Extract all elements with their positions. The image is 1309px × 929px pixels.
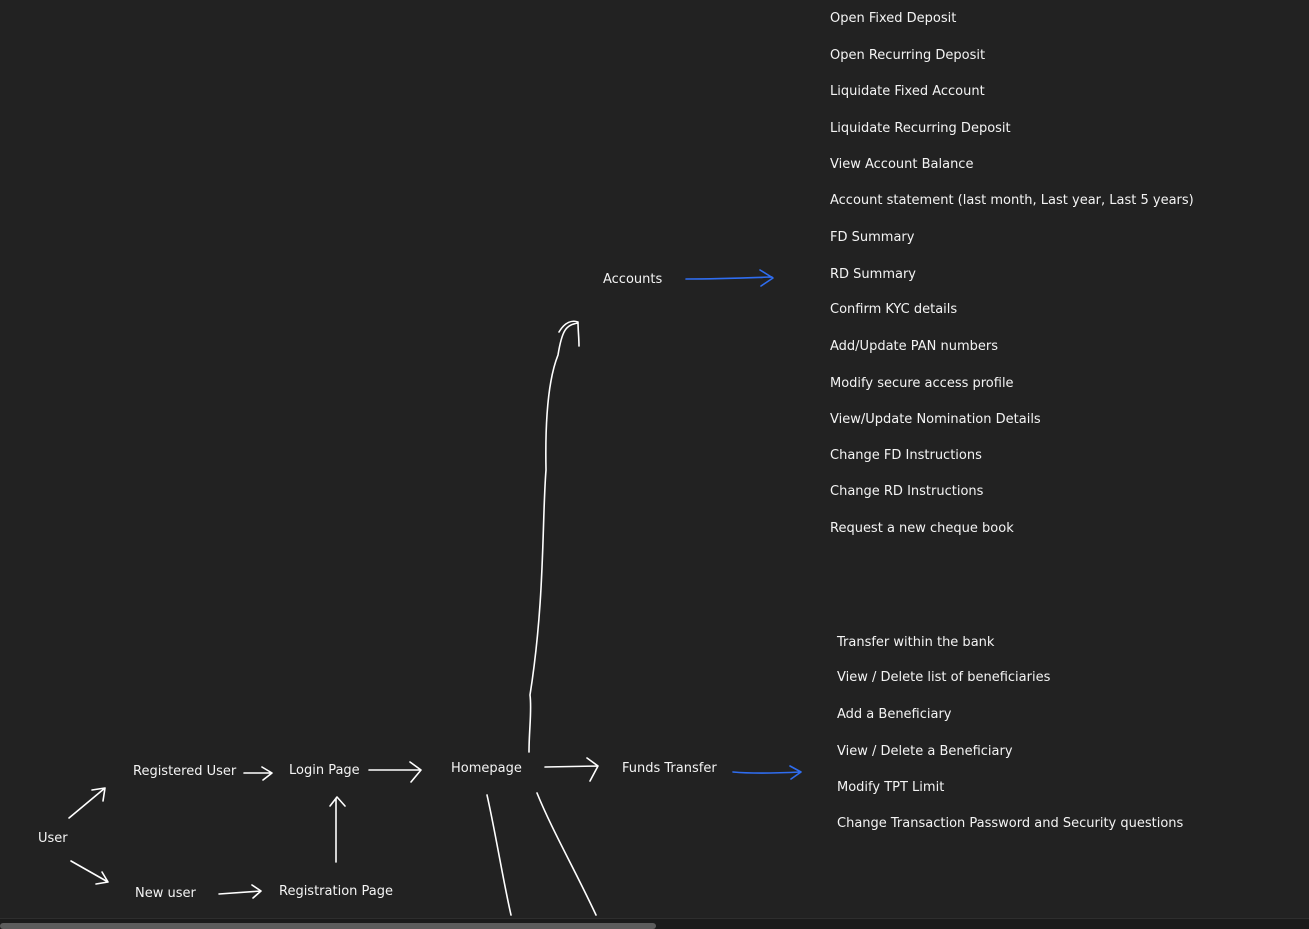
- node-accounts: Accounts: [603, 272, 663, 287]
- node-new-user: New user: [135, 886, 196, 901]
- node-login-page: Login Page: [289, 763, 360, 778]
- accounts-item: Request a new cheque book: [830, 521, 1014, 536]
- arrow-registration-to-login: [329, 796, 346, 863]
- arrow-homepage-down-1: [486, 794, 512, 916]
- funds-transfer-item: Change Transaction Password and Security…: [837, 816, 1184, 831]
- accounts-item: View Account Balance: [830, 157, 974, 172]
- node-funds-transfer: Funds Transfer: [622, 761, 717, 776]
- accounts-item: Open Recurring Deposit: [830, 48, 986, 63]
- accounts-item: Liquidate Recurring Deposit: [830, 121, 1011, 136]
- arrow-user-to-registered: [68, 787, 106, 819]
- node-registration-page: Registration Page: [279, 884, 393, 899]
- node-homepage: Homepage: [451, 761, 522, 776]
- funds-transfer-item: View / Delete a Beneficiary: [837, 744, 1013, 759]
- funds-transfer-item: Add a Beneficiary: [837, 707, 952, 722]
- arrow-login-to-homepage: [368, 761, 422, 783]
- accounts-item: View/Update Nomination Details: [830, 412, 1041, 427]
- accounts-item: Add/Update PAN numbers: [830, 339, 999, 354]
- arrow-homepage-to-funds: [544, 757, 599, 782]
- accounts-item: Change FD Instructions: [830, 448, 982, 463]
- arrow-accounts-to-items: [685, 269, 774, 287]
- node-user: User: [38, 831, 68, 846]
- arrow-registered-to-login: [243, 766, 273, 781]
- accounts-item: Change RD Instructions: [830, 484, 984, 499]
- funds-transfer-item: Transfer within the bank: [837, 635, 995, 650]
- horizontal-scrollbar[interactable]: [0, 918, 1309, 929]
- accounts-item: Liquidate Fixed Account: [830, 84, 985, 99]
- accounts-item: FD Summary: [830, 230, 915, 245]
- funds-transfer-item: Modify TPT Limit: [837, 780, 945, 795]
- node-registered-user: Registered User: [133, 764, 237, 779]
- accounts-item: Modify secure access profile: [830, 376, 1014, 391]
- accounts-item: Open Fixed Deposit: [830, 11, 957, 26]
- arrow-homepage-down-2: [536, 792, 597, 916]
- accounts-item: Account statement (last month, Last year…: [830, 193, 1194, 208]
- arrow-homepage-to-accounts: [528, 320, 580, 753]
- arrow-new-to-registration: [218, 884, 262, 899]
- arrow-funds-to-items: [732, 765, 802, 780]
- scrollbar-thumb[interactable]: [0, 923, 656, 929]
- accounts-item: RD Summary: [830, 267, 916, 282]
- accounts-item: Confirm KYC details: [830, 302, 958, 317]
- arrow-user-to-new: [70, 860, 109, 885]
- funds-transfer-item: View / Delete list of beneficiaries: [837, 670, 1051, 685]
